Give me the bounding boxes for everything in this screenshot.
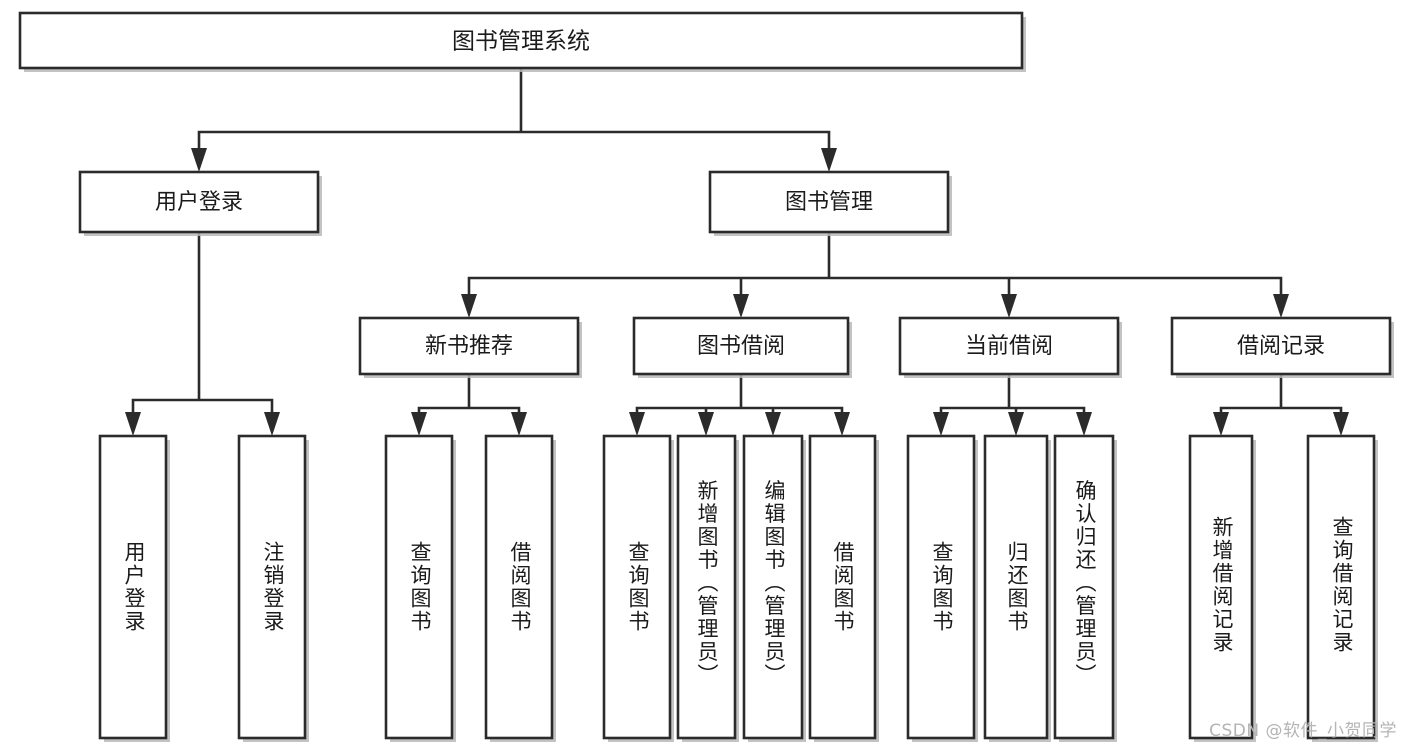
arrow-head-icon xyxy=(191,148,207,172)
arrow-head-icon xyxy=(125,412,141,436)
node-box[interactable] xyxy=(632,316,850,376)
node-box[interactable] xyxy=(708,170,950,234)
node-box[interactable] xyxy=(898,316,1120,376)
node-box[interactable] xyxy=(602,434,672,740)
node-box[interactable] xyxy=(18,11,1024,70)
node-leaf-user-login[interactable]: 用户登录 xyxy=(98,434,170,742)
node-box[interactable] xyxy=(484,434,554,740)
arrow-head-icon xyxy=(834,412,850,436)
arrow-head-icon xyxy=(1001,294,1017,318)
node-box[interactable] xyxy=(676,434,737,740)
node-label-leaf-borrow-book-1: 借阅图书 xyxy=(508,541,532,633)
connector-user-login-to-leaves xyxy=(131,230,274,422)
node-label-leaf-borrow-book-2: 借阅图书 xyxy=(831,541,855,633)
node-label-leaf-user-login: 用户登录 xyxy=(122,541,146,633)
node-box[interactable] xyxy=(98,434,168,740)
arrow-head-icon xyxy=(264,412,280,436)
node-label-root: 图书管理系统 xyxy=(452,29,590,55)
node-label-borrow-record: 借阅记录 xyxy=(1237,334,1325,359)
node-borrow-record[interactable]: 借阅记录 xyxy=(1170,316,1394,378)
node-box[interactable] xyxy=(1188,434,1254,740)
node-label-leaf-add-book: 新增图书（管理员） xyxy=(695,480,719,687)
arrow-head-icon xyxy=(1213,412,1229,436)
node-label-leaf-query-record: 查询借阅记录 xyxy=(1330,516,1354,654)
node-box[interactable] xyxy=(237,434,307,740)
node-box[interactable] xyxy=(1170,316,1392,376)
node-label-current-borrow: 当前借阅 xyxy=(965,334,1053,359)
arrow-head-icon xyxy=(461,294,477,318)
node-box[interactable] xyxy=(983,434,1049,740)
node-book-management[interactable]: 图书管理 xyxy=(708,170,952,236)
node-box[interactable] xyxy=(1306,434,1376,740)
arrow-head-icon xyxy=(1008,412,1024,436)
connector-book-borrow-to-leaves xyxy=(635,372,844,422)
node-label-leaf-return-book: 归还图书 xyxy=(1005,541,1029,633)
node-box[interactable] xyxy=(742,434,804,740)
node-leaf-borrow-book-1[interactable]: 借阅图书 xyxy=(484,434,556,742)
connector-book-management-to-children xyxy=(467,230,1283,302)
arrow-head-icon xyxy=(411,412,427,436)
node-label-leaf-query-book-3: 查询图书 xyxy=(930,541,954,633)
node-label-leaf-logout: 注销登录 xyxy=(261,541,285,633)
arrow-head-icon xyxy=(511,412,527,436)
node-label-leaf-query-book-2: 查询图书 xyxy=(626,541,650,633)
node-leaf-query-record[interactable]: 查询借阅记录 xyxy=(1306,434,1378,742)
node-leaf-query-book-2[interactable]: 查询图书 xyxy=(602,434,674,742)
node-label-new-book-recommend: 新书推荐 xyxy=(425,334,513,359)
node-box[interactable] xyxy=(78,170,320,234)
arrow-head-icon xyxy=(733,294,749,318)
node-leaf-logout[interactable]: 注销登录 xyxy=(237,434,309,742)
node-new-book-recommend[interactable]: 新书推荐 xyxy=(358,316,582,378)
node-leaf-query-book-1[interactable]: 查询图书 xyxy=(384,434,456,742)
connector-new-book-to-leaves xyxy=(417,372,521,422)
arrow-head-icon xyxy=(821,148,837,172)
node-label-book-management: 图书管理 xyxy=(785,190,873,215)
nodes-layer: 图书管理系统 用户登录 图书管理 新书推荐 xyxy=(18,11,1394,742)
node-leaf-add-book[interactable]: 新增图书（管理员） xyxy=(676,434,739,742)
node-leaf-add-record[interactable]: 新增借阅记录 xyxy=(1188,434,1256,742)
arrow-head-icon xyxy=(1076,412,1092,436)
connector-borrow-record-to-leaves xyxy=(1219,372,1343,422)
node-leaf-confirm-return[interactable]: 确认归还（管理员） xyxy=(1053,434,1117,742)
node-label-leaf-edit-book: 编辑图书（管理员） xyxy=(762,480,786,687)
node-root[interactable]: 图书管理系统 xyxy=(18,11,1026,72)
node-leaf-borrow-book-2[interactable]: 借阅图书 xyxy=(808,434,879,742)
node-label-book-borrow: 图书借阅 xyxy=(697,334,785,359)
node-leaf-edit-book[interactable]: 编辑图书（管理员） xyxy=(742,434,806,742)
node-leaf-return-book[interactable]: 归还图书 xyxy=(983,434,1051,742)
connectors-layer xyxy=(125,66,1349,436)
node-label-leaf-add-record: 新增借阅记录 xyxy=(1210,516,1234,654)
node-user-login[interactable]: 用户登录 xyxy=(78,170,322,236)
node-label-user-login: 用户登录 xyxy=(155,190,243,215)
node-book-borrow[interactable]: 图书借阅 xyxy=(632,316,852,378)
arrow-head-icon xyxy=(698,412,714,436)
node-label-leaf-confirm-return: 确认归还（管理员） xyxy=(1073,480,1097,687)
arrow-head-icon xyxy=(933,412,949,436)
node-box[interactable] xyxy=(808,434,877,740)
connector-root-to-children xyxy=(197,66,831,157)
node-box[interactable] xyxy=(1053,434,1115,740)
node-box[interactable] xyxy=(906,434,976,740)
node-box[interactable] xyxy=(358,316,580,376)
arrow-head-icon xyxy=(629,412,645,436)
node-label-leaf-query-book-1: 查询图书 xyxy=(408,541,432,633)
arrow-head-icon xyxy=(1273,294,1289,318)
node-current-borrow[interactable]: 当前借阅 xyxy=(898,316,1122,378)
node-leaf-query-book-3[interactable]: 查询图书 xyxy=(906,434,978,742)
arrow-head-icon xyxy=(765,412,781,436)
node-box[interactable] xyxy=(384,434,454,740)
arrow-head-icon xyxy=(1333,412,1349,436)
